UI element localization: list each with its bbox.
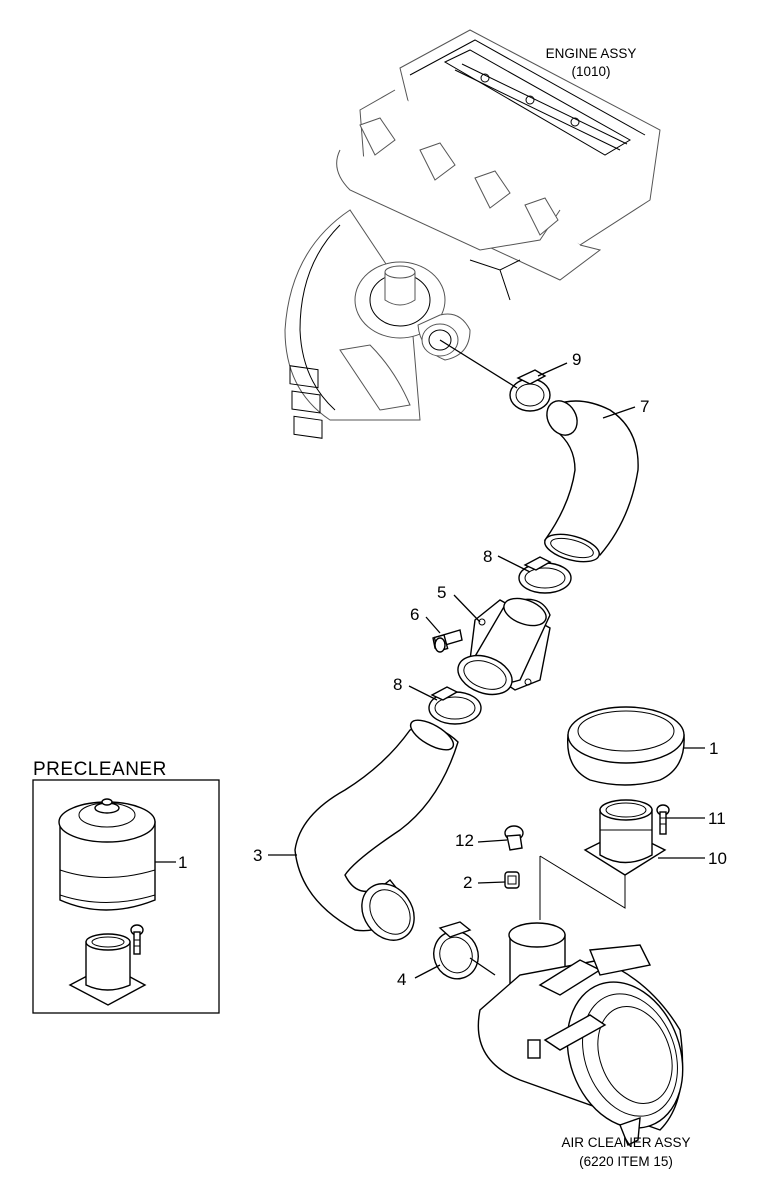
- callout-8-lower: 8: [393, 675, 402, 694]
- bolt-6: [432, 629, 463, 653]
- precleaner-inset: PRECLEANER 1: [32, 759, 220, 1014]
- callout-5: 5: [437, 583, 446, 602]
- callout-6: 6: [410, 605, 419, 624]
- callout-9: 9: [572, 350, 581, 369]
- callout-12: 12: [455, 831, 474, 850]
- adapter-flange-5: [457, 597, 551, 696]
- air-cleaner-assy-ref: (6220 ITEM 15): [579, 1154, 673, 1169]
- precleaner-cap-1: [566, 706, 685, 786]
- bolt-11: [656, 804, 670, 835]
- hose-clamp-4: [433, 921, 479, 980]
- clip-2: [504, 871, 520, 889]
- vacuator-cap-12: [504, 825, 524, 851]
- engine-assembly: [284, 29, 661, 439]
- callout-1-cap: 1: [709, 739, 718, 758]
- leader-lines: [268, 339, 705, 979]
- engine-assy-ref: (1010): [571, 64, 610, 79]
- elbow-hose-7: [543, 400, 639, 563]
- callout-8-upper: 8: [483, 547, 492, 566]
- hose-clamp-9: [509, 369, 551, 412]
- air-cleaner-assembly: [477, 922, 684, 1146]
- callout-7: 7: [640, 397, 649, 416]
- hose-clamp-8-upper: [518, 556, 572, 594]
- intake-hose-3: [294, 719, 459, 941]
- callout-2: 2: [463, 873, 472, 892]
- callout-1-precleaner: 1: [178, 853, 187, 872]
- callout-10: 10: [708, 849, 727, 868]
- callout-11: 11: [708, 809, 726, 828]
- air-cleaner-assy-label: AIR CLEANER ASSY: [561, 1135, 690, 1150]
- precleaner-frame: [32, 779, 220, 1014]
- engine-assy-label: ENGINE ASSY: [546, 46, 637, 61]
- mounting-flange-10: [583, 799, 667, 876]
- precleaner-title: PRECLEANER: [33, 759, 167, 780]
- callout-4: 4: [397, 970, 406, 989]
- hose-clamp-8-lower: [428, 686, 482, 725]
- callout-3: 3: [253, 846, 262, 865]
